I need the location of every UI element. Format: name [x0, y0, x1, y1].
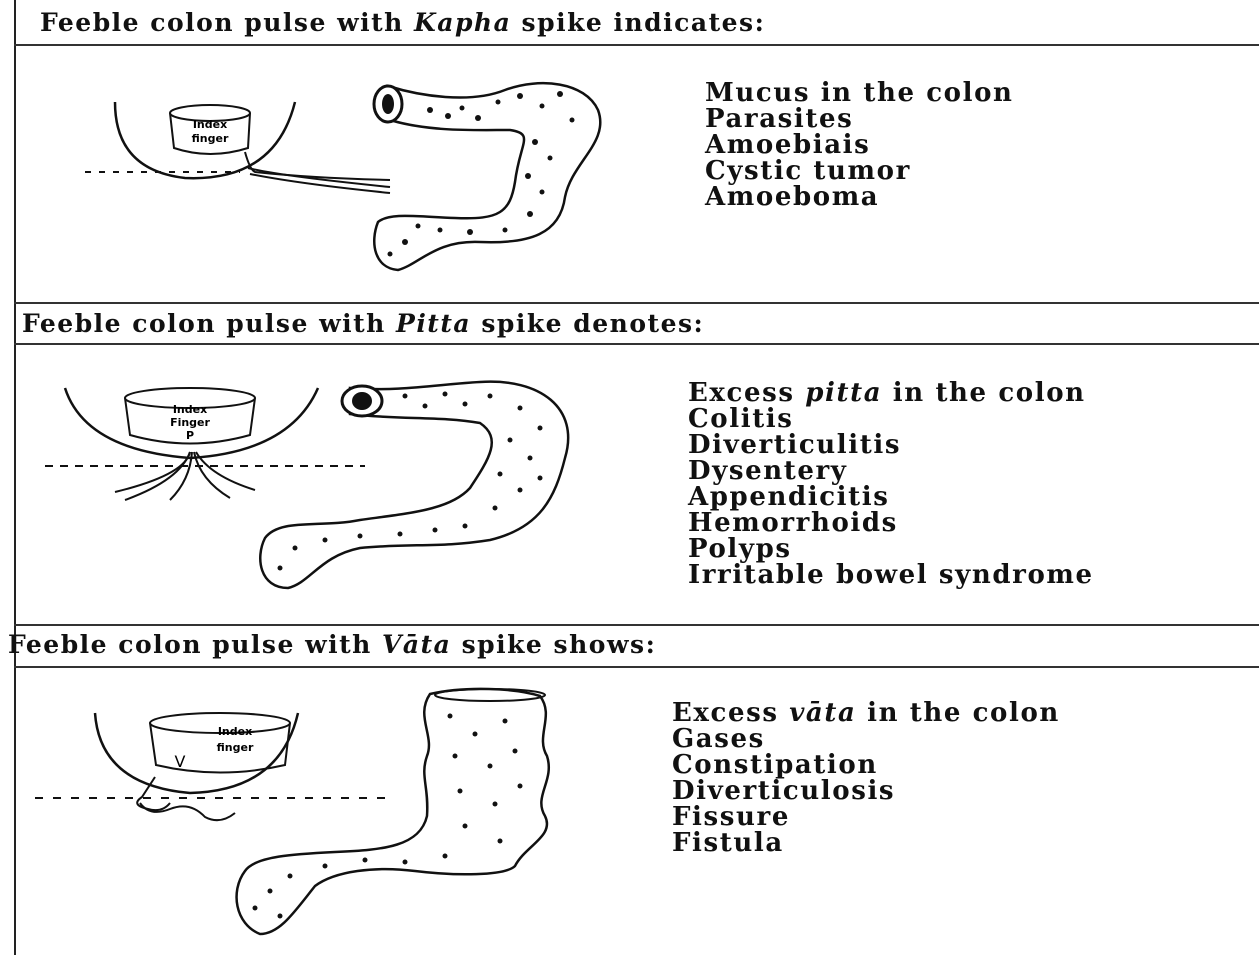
colon-illustration-vata: [215, 686, 555, 938]
finger-label: finger: [192, 132, 229, 145]
divider: [14, 666, 1259, 668]
colon-illustration-kapha: [360, 72, 620, 277]
list-item: Excess vāta in the colon: [672, 700, 1060, 726]
pitta-section-title: Feeble colon pulse with Pitta spike deno…: [22, 309, 704, 338]
vata-section-title: Feeble colon pulse with Vāta spike shows…: [8, 630, 656, 659]
kapha-section-title: Feeble colon pulse with Kapha spike indi…: [40, 8, 765, 37]
list-item: Amoebiais: [705, 132, 1014, 158]
divider: [14, 343, 1259, 345]
finger-label: Index: [173, 403, 207, 416]
list-item: Hemorrhoids: [688, 510, 1094, 536]
list-item: Parasites: [705, 106, 1014, 132]
list-item: Gases: [672, 726, 1060, 752]
colon-illustration-pitta: [240, 378, 585, 593]
list-item: Irritable bowel syndrome: [688, 562, 1094, 588]
list-item: Polyps: [688, 536, 1094, 562]
finger-label: V: [175, 752, 186, 771]
finger-label: Index: [193, 118, 227, 131]
finger-label: Finger: [170, 416, 210, 429]
list-item: Appendicitis: [688, 484, 1094, 510]
kapha-symptom-list: Mucus in the colon Parasites Amoebiais C…: [705, 80, 1014, 210]
divider: [14, 302, 1259, 304]
kapha-pulse-diagram: Index finger: [80, 90, 400, 210]
divider: [14, 44, 1259, 46]
list-item: Mucus in the colon: [705, 80, 1014, 106]
list-item: Dysentery: [688, 458, 1094, 484]
list-item: Diverticulosis: [672, 778, 1060, 804]
list-item: Amoeboma: [705, 184, 1014, 210]
list-item: Colitis: [688, 406, 1094, 432]
finger-label: P: [186, 429, 194, 442]
pitta-symptom-list: Excess pitta in the colon Colitis Divert…: [688, 380, 1094, 588]
list-item: Excess pitta in the colon: [688, 380, 1094, 406]
divider: [14, 624, 1259, 626]
vata-symptom-list: Excess vāta in the colon Gases Constipat…: [672, 700, 1060, 856]
list-item: Diverticulitis: [688, 432, 1094, 458]
list-item: Cystic tumor: [705, 158, 1014, 184]
list-item: Fistula: [672, 830, 1060, 856]
list-item: Constipation: [672, 752, 1060, 778]
list-item: Fissure: [672, 804, 1060, 830]
